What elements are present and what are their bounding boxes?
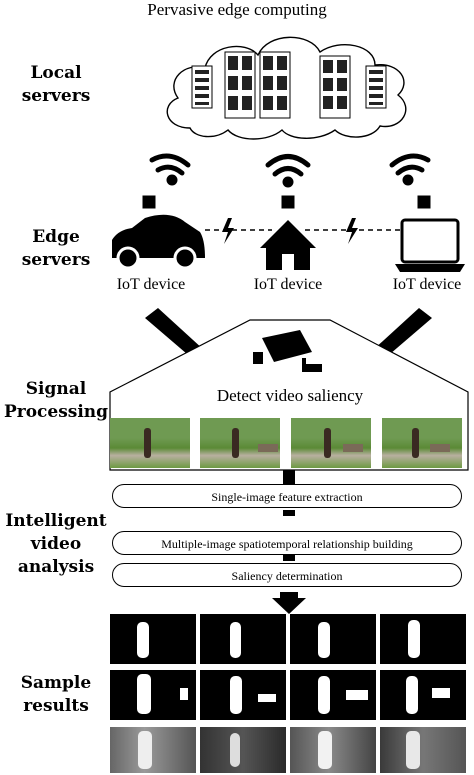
- device-label-car: IoT device: [116, 276, 186, 293]
- saliency-map: [200, 670, 286, 720]
- saliency-map: [110, 670, 196, 720]
- step-saliency-determination: Saliency determination: [112, 563, 462, 587]
- saliency-map: [290, 727, 376, 773]
- saliency-map: [110, 727, 196, 773]
- lightning-icon: [222, 218, 358, 244]
- saliency-map: [290, 614, 376, 664]
- house-icon: [260, 220, 316, 270]
- saliency-map: [110, 614, 196, 664]
- label-signal-processing: Signal Processing: [3, 379, 109, 422]
- label-edge-servers: Edge servers: [21, 227, 91, 270]
- device-label-house: IoT device: [253, 276, 323, 293]
- laptop-icon: [395, 218, 465, 272]
- camera-icon: [253, 330, 322, 372]
- step-feature-extraction: Single-image feature extraction: [112, 484, 462, 508]
- label-intelligent-video-analysis: Intelligent video analysis: [5, 511, 107, 577]
- saliency-map: [200, 614, 286, 664]
- saliency-map: [200, 727, 286, 773]
- video-frame: [382, 418, 462, 468]
- wifi-icon: [149, 153, 431, 188]
- saliency-map: [290, 670, 376, 720]
- label-local-servers: Local servers: [21, 63, 91, 106]
- detect-saliency-heading: Detect video saliency: [216, 386, 364, 405]
- diagram-title: Pervasive edge computing: [147, 0, 327, 19]
- chip-icon: [142, 195, 431, 209]
- saliency-map: [380, 670, 466, 720]
- saliency-map: [380, 727, 466, 773]
- car-icon: [112, 214, 205, 270]
- saliency-map: [380, 614, 466, 664]
- video-frame: [200, 418, 280, 468]
- arrow-down-icon: [272, 592, 306, 614]
- signal-processing-box: [109, 319, 469, 471]
- video-frame: [291, 418, 371, 468]
- step-spatiotemporal-relationship: Multiple-image spatiotemporal relationsh…: [112, 531, 462, 555]
- device-label-laptop: IoT device: [392, 276, 462, 293]
- label-sample-results: Sample results: [20, 673, 92, 716]
- video-frame: [110, 418, 190, 468]
